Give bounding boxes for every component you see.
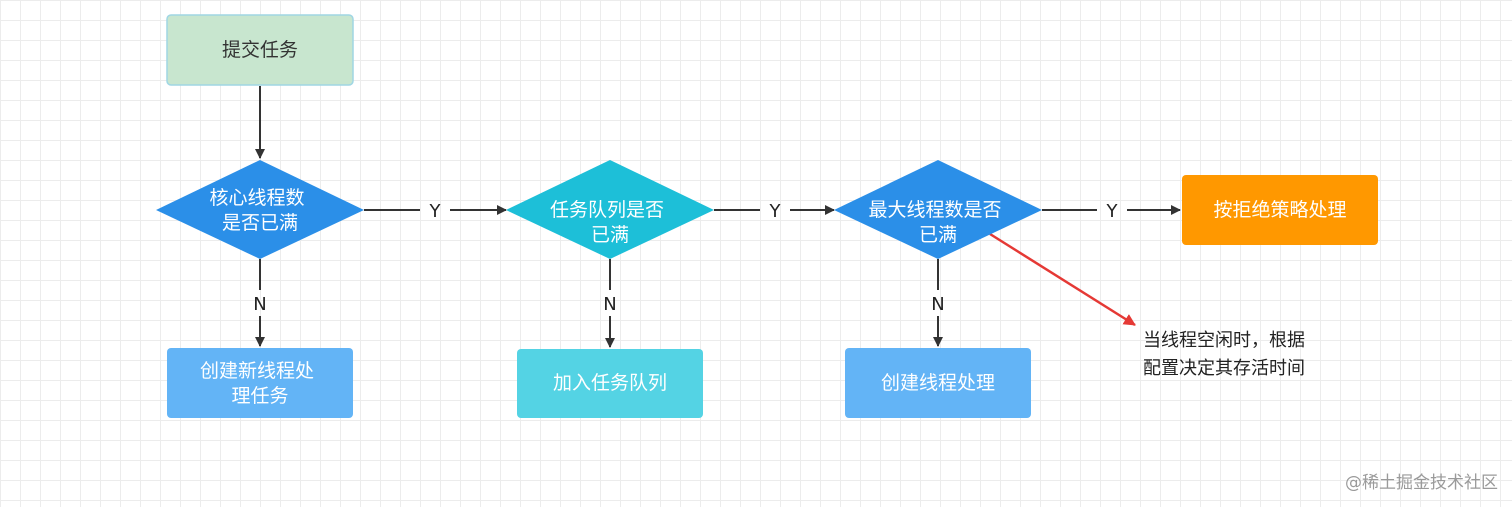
node-create-core-thread: 创建新线程处 理任务 [167, 348, 353, 418]
edge-label-core-yes: Y [429, 201, 442, 222]
node-core-threads-full: 核心线程数 是否已满 [156, 160, 364, 259]
node-reject-policy: 按拒绝策略处理 [1182, 175, 1378, 245]
node-add-to-queue-shape [517, 349, 703, 418]
node-create-thread: 创建线程处理 [845, 348, 1031, 418]
node-create-core-thread-label: 创建新线程处 理任务 [200, 360, 320, 407]
node-reject-policy-label: 按拒绝策略处理 [1213, 199, 1346, 221]
node-add-to-queue-label: 加入任务队列 [553, 372, 667, 394]
edge-label-queue-yes: Y [769, 201, 782, 222]
node-queue-full-shape [506, 160, 714, 259]
annotation-line-1: 当线程空闲时，根据 [1143, 330, 1305, 351]
edge-label-core-no: N [253, 294, 266, 315]
node-submit-task-label: 提交任务 [222, 39, 298, 61]
connectors [255, 86, 1181, 348]
node-submit-task-shape [166, 14, 354, 86]
node-max-threads-full-shape [834, 160, 1042, 259]
annotation-line-2: 配置决定其存活时间 [1143, 358, 1305, 379]
node-core-threads-full-label: 核心线程数 是否已满 [209, 187, 310, 234]
watermark: @稀土掘金技术社区 [1345, 473, 1498, 493]
node-create-core-thread-shape [167, 348, 353, 418]
annotation-note: 当线程空闲时，根据 配置决定其存活时间 [1143, 327, 1403, 383]
node-queue-full-label: 任务队列是否 已满 [550, 199, 670, 246]
edge-label-max-no: N [931, 294, 944, 315]
node-submit-task: 提交任务 [166, 14, 354, 86]
node-reject-policy-shape [1182, 175, 1378, 245]
edge-label-queue-no: N [603, 294, 616, 315]
node-queue-full: 任务队列是否 已满 [506, 160, 714, 259]
edge-label-max-yes: Y [1106, 201, 1119, 222]
node-create-thread-shape [845, 348, 1031, 418]
annotation-arrow [989, 232, 1136, 327]
node-create-thread-label: 创建线程处理 [881, 372, 995, 394]
node-max-threads-full-label: 最大线程数是否 已满 [868, 199, 1007, 246]
node-add-to-queue: 加入任务队列 [517, 349, 703, 418]
node-max-threads-full: 最大线程数是否 已满 [834, 160, 1042, 259]
node-core-threads-full-shape [156, 160, 364, 259]
